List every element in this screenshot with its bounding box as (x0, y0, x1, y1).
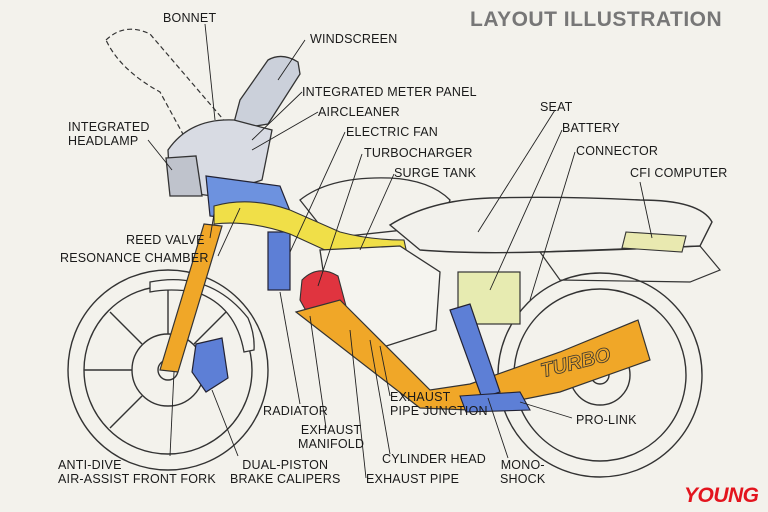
mono-shock (449, 303, 501, 399)
label-integrated-headlamp: INTEGRATED HEADLAMP (68, 120, 150, 148)
label-exhaust-manifold: EXHAUST MANIFOLD (298, 423, 364, 451)
front-fork (159, 223, 223, 373)
leader-lines (147, 23, 653, 479)
tail-section (538, 245, 721, 283)
label-brake-calipers-line1: DUAL-PISTON (242, 458, 329, 472)
label-mono-shock-line1: MONO- (500, 458, 545, 472)
label-pro-link: PRO-LINK (576, 413, 637, 427)
label-connector: CONNECTOR (576, 144, 659, 158)
label-mono-shock-line2: SHOCK (500, 472, 546, 486)
pro-link-linkage (459, 391, 531, 413)
label-reed-valve: REED VALVE (126, 233, 205, 247)
label-cylinder-head: CYLINDER HEAD (382, 452, 487, 466)
tank-outline (299, 177, 451, 239)
headlamp-shape (165, 155, 203, 197)
label-electric-fan: ELECTRIC FAN (346, 125, 438, 139)
label-battery: BATTERY (562, 121, 620, 135)
label-mono-shock: MONO- SHOCK (500, 458, 545, 486)
windscreen-shape (231, 55, 301, 131)
label-brake-calipers: DUAL-PISTON BRAKE CALIPERS (230, 458, 340, 486)
label-bonnet: BONNET (163, 11, 217, 25)
label-exhaust-pipe-junction: EXHAUST PIPE JUNCTION (390, 390, 488, 418)
brake-caliper (191, 337, 229, 393)
radiator-core (267, 231, 291, 291)
label-exhaust-manifold-line2: MANIFOLD (298, 437, 365, 451)
label-turbocharger: TURBOCHARGER (364, 146, 473, 160)
label-integrated-headlamp-line2: HEADLAMP (68, 134, 139, 148)
young-machine-logo: YOUNG (684, 484, 759, 507)
label-integrated-headlamp-line1: INTEGRATED (68, 120, 150, 134)
label-exhaust-manifold-line1: EXHAUST (300, 423, 362, 437)
label-exhaust-pipe-junction-line1: EXHAUST (390, 390, 451, 404)
label-resonance-chamber: RESONANCE CHAMBER (60, 251, 209, 265)
label-exhaust-pipe-junction-line2: PIPE JUNCTION (390, 404, 488, 418)
label-cfi-computer: CFI COMPUTER (630, 166, 728, 180)
label-seat: SEAT (540, 100, 573, 114)
label-surge-tank: SURGE TANK (394, 166, 477, 180)
label-windscreen: WINDSCREEN (310, 32, 398, 46)
label-anti-dive-line2: AIR-ASSIST FRONT FORK (58, 472, 216, 486)
label-anti-dive-line1: ANTI-DIVE (58, 458, 122, 472)
label-radiator: RADIATOR (263, 404, 329, 418)
page-title: LAYOUT ILLUSTRATION (470, 8, 723, 31)
label-brake-calipers-line2: BRAKE CALIPERS (230, 472, 341, 486)
label-aircleaner: AIRCLEANER (318, 105, 400, 119)
label-integrated-meter-panel: INTEGRATED METER PANEL (302, 85, 477, 99)
label-exhaust-pipe: EXHAUST PIPE (366, 472, 460, 486)
cfi-computer-box (621, 231, 687, 253)
label-anti-dive-front-fork: ANTI-DIVE AIR-ASSIST FRONT FORK (58, 458, 216, 486)
exhaust-system (294, 299, 651, 411)
